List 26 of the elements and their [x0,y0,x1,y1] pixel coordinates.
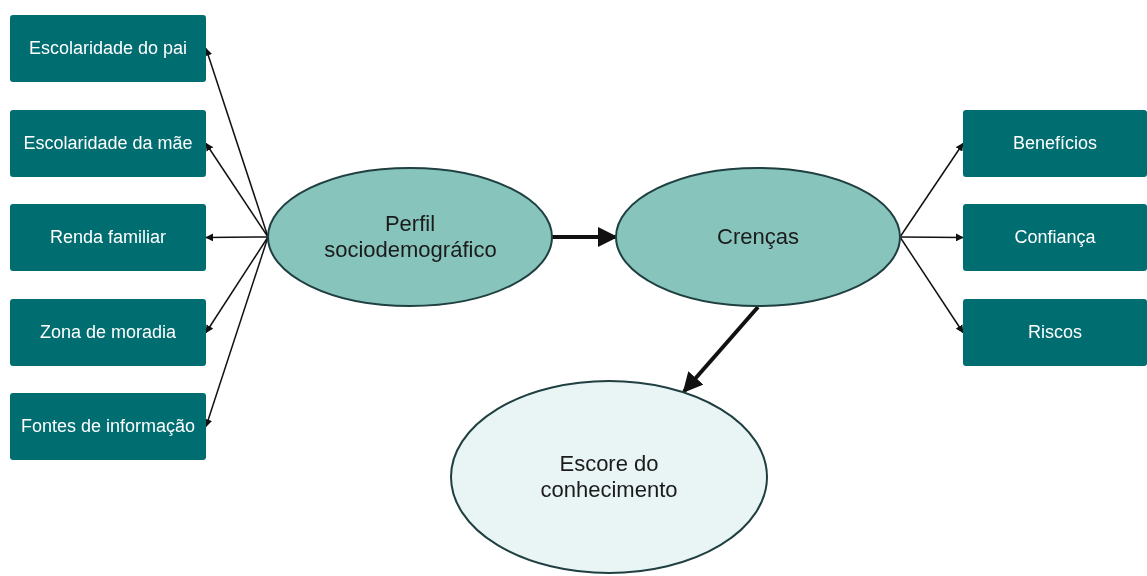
node-label: Fontes de informação [20,416,196,437]
node-label: Escore do conhecimento [539,451,679,503]
node-label: Perfil sociodemográfico [324,211,496,263]
process-box [10,393,206,460]
process-box [10,204,206,271]
arrow [205,236,269,334]
process-box [963,299,1147,366]
node-label: Confiança [1014,227,1096,248]
node-label: Renda familiar [49,227,167,248]
process-box [963,110,1147,177]
arrow [205,233,269,242]
ellipse-node [615,167,901,307]
process-box [10,15,206,82]
process-box [10,110,206,177]
arrow [205,142,269,238]
node-label: Benefícios [1012,133,1098,154]
node-label: Escolaridade da mãe [23,133,193,154]
process-box [963,204,1147,271]
ellipse-node [267,167,553,307]
node-label: Escolaridade do pai [28,38,188,59]
node-label: Riscos [1028,322,1082,343]
node-label: Crenças [717,224,799,250]
arrow [682,305,760,393]
node-label: Zona de moradia [39,322,177,343]
ellipse-node [450,380,768,574]
process-box [10,299,206,366]
